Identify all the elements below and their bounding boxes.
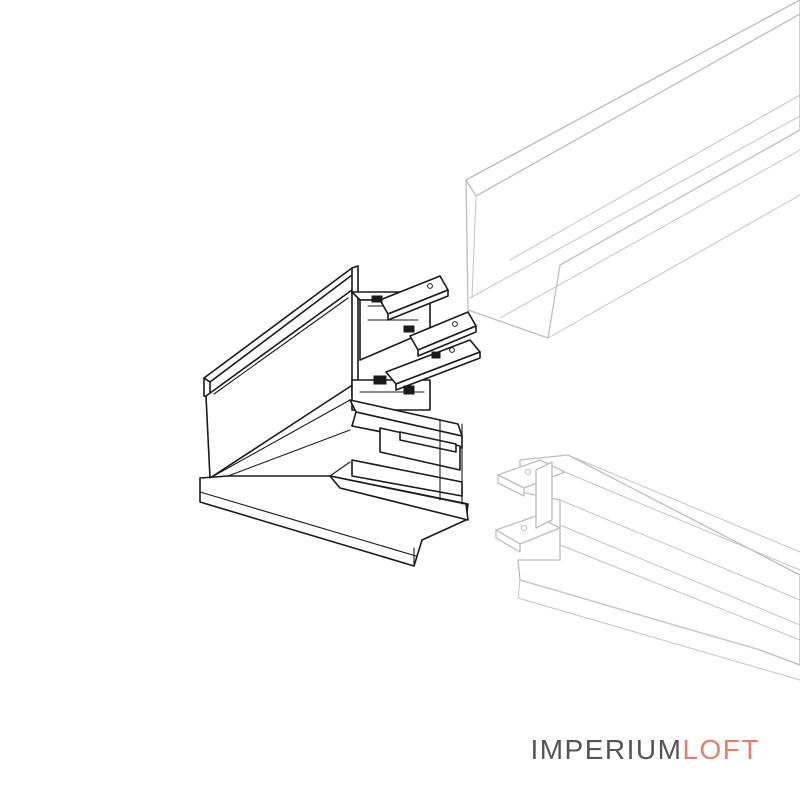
- ghost-upper-profile: [465, 0, 800, 339]
- brand-part2: LOFT: [682, 734, 760, 765]
- brand-logo: IMPERIUMLOFT: [530, 736, 760, 764]
- ghost-lower-profile: [495, 454, 800, 681]
- main-profile: [199, 265, 481, 567]
- brand-part1: IMPERIUM: [530, 734, 683, 765]
